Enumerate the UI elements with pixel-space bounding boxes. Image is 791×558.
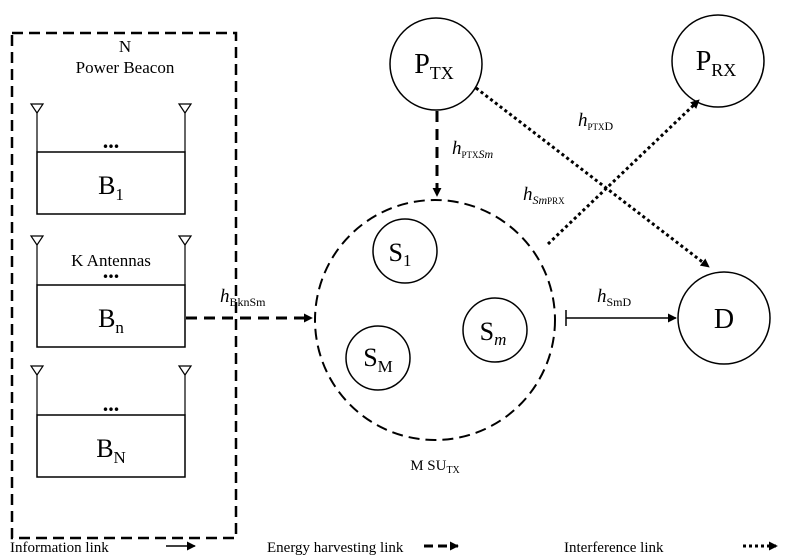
label-h-sm-d: hSmD	[597, 286, 632, 309]
power-beacon-title: Power Beacon	[76, 58, 175, 77]
node-ptx	[389, 17, 483, 111]
label-h-bkn-sm: hBknSm	[220, 286, 266, 309]
legend-energy-label: Energy harvesting link	[267, 540, 404, 556]
beacon-bn: ... K Antennas Bn	[29, 235, 193, 348]
power-beacon-group-box	[10, 31, 238, 540]
legend-information-label: Information link	[10, 540, 109, 556]
antennas-label: K Antennas	[71, 251, 151, 270]
beacon-ellipsis: ...	[103, 391, 120, 416]
beacon-label: BN	[96, 434, 126, 467]
legend-interference-label: Interference link	[564, 540, 664, 556]
label-h-ptx-d: hPTXD	[578, 110, 614, 133]
node-sm	[462, 297, 528, 363]
su-cluster-label: M SUTX	[410, 458, 460, 476]
legend: Information link Energy harvesting link …	[10, 540, 778, 556]
beacon-bN: ... BN	[29, 365, 193, 478]
beacon-ellipsis: ...	[103, 128, 120, 153]
node-d	[677, 271, 771, 365]
label-h-sm-prx: hSmPRX	[523, 184, 565, 207]
node-s1-label: S1	[389, 238, 412, 270]
link-sm-prx	[546, 98, 701, 246]
beacon-label: Bn	[98, 304, 124, 337]
beacon-b1: ... B1	[29, 103, 193, 215]
node-s1	[372, 218, 438, 284]
node-prx	[671, 14, 765, 108]
su-cluster-circle	[314, 199, 556, 441]
node-sM-label: SM	[363, 343, 393, 376]
node-ptx-label: PTX	[414, 49, 454, 83]
node-prx-label: PRX	[696, 46, 737, 80]
beacon-count-label: N	[119, 37, 131, 56]
node-d-label: D	[714, 304, 734, 335]
node-sm-label: Sm	[480, 317, 507, 349]
link-ptx-d	[475, 86, 710, 269]
node-sM	[345, 325, 411, 391]
beacon-ellipsis: ...	[103, 258, 120, 283]
beacon-label: B1	[98, 171, 124, 204]
label-h-ptx-sm: hPTXSm	[452, 138, 494, 161]
